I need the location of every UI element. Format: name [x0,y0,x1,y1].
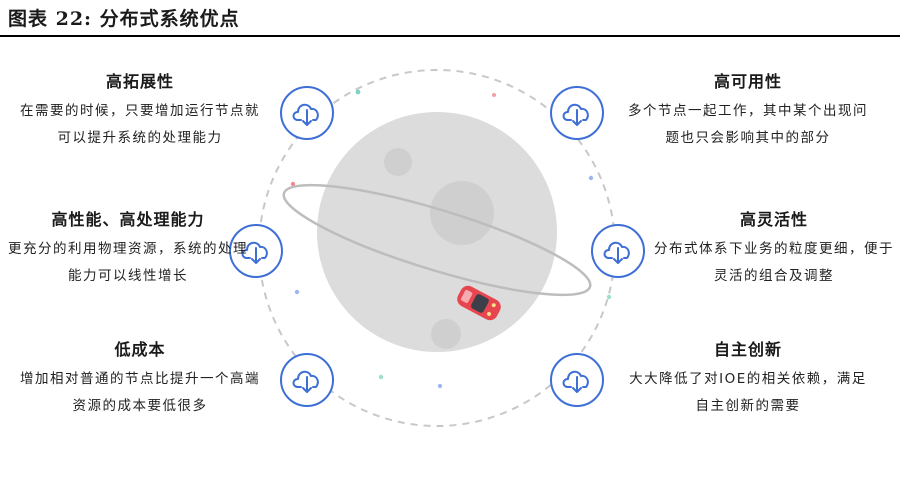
feature-title: 高性能、高处理能力 [51,210,205,229]
cloud-shape [292,370,319,388]
cloud-download-icon [550,353,604,407]
feature-title: 低成本 [114,340,166,359]
moon-craters [384,148,494,349]
cloud-download-icon [229,224,283,278]
title-divider [0,35,900,37]
feature-title: 高可用性 [713,72,782,91]
feature-high-availability: 高可用性 多个节点一起工作，其中某个出现问题也只会影响其中的部分 [628,68,868,152]
feature-low-cost: 低成本 增加相对普通的节点比提升一个高端资源的成本要低很多 [20,336,260,420]
cloud-download-icon [550,86,604,140]
feature-description: 大大降低了对IOE的相关依赖，满足自主创新的需要 [629,371,867,414]
feature-title: 高灵活性 [739,210,808,229]
feature-high-flexibility: 高灵活性 分布式体系下业务的粒度更细，便于灵活的组合及调整 [654,206,894,290]
car-light [491,303,496,308]
feature-description: 更充分的利用物理资源，系统的处理能力可以线性增长 [8,241,248,284]
feature-description: 多个节点一起工作，其中某个出现问题也只会影响其中的部分 [628,103,868,146]
download-arrow [572,376,582,393]
car-roof [460,289,473,303]
car-icon [457,285,501,321]
crater [384,148,412,176]
feature-badges [229,86,645,407]
feature-high-scalability: 高拓展性 在需要的时候，只要增加运行节点就可以提升系统的处理能力 [20,68,260,152]
car-light [487,311,492,316]
cloud-download-icon [280,86,334,140]
feature-description: 分布式体系下业务的粒度更细，便于灵活的组合及调整 [654,241,894,284]
feature-high-performance: 高性能、高处理能力 更充分的利用物理资源，系统的处理能力可以线性增长 [8,206,248,290]
download-arrow [613,247,623,264]
dot [588,175,594,181]
cloud-download-icon [591,224,645,278]
feature-independent-innovation: 自主创新 大大降低了对IOE的相关依赖，满足自主创新的需要 [628,336,868,420]
dot [492,93,496,97]
feature-title: 自主创新 [713,340,782,359]
dot [437,383,443,389]
cloud-shape [603,241,630,259]
download-arrow [302,109,312,126]
cloud-download-icon [280,353,334,407]
decorative-dots [290,89,612,389]
feature-description: 增加相对普通的节点比提升一个高端资源的成本要低很多 [20,371,260,414]
cloud-shape [241,241,268,259]
crater [430,181,494,245]
dot [355,89,361,95]
cloud-shape [562,370,589,388]
dot [294,289,300,295]
cloud-shape [562,103,589,121]
figure-title: 图表 22: 分布式系统优点 [8,8,240,30]
planet-ring [282,183,592,297]
crater [431,319,461,349]
download-arrow [302,376,312,393]
dot [290,181,296,187]
car-windshield [471,294,489,313]
download-arrow [251,247,261,264]
download-arrow [572,109,582,126]
cloud-shape [292,103,319,121]
dot [606,294,612,300]
dot [378,374,384,380]
feature-description: 在需要的时候，只要增加运行节点就可以提升系统的处理能力 [20,103,260,146]
feature-title: 高拓展性 [105,72,174,91]
